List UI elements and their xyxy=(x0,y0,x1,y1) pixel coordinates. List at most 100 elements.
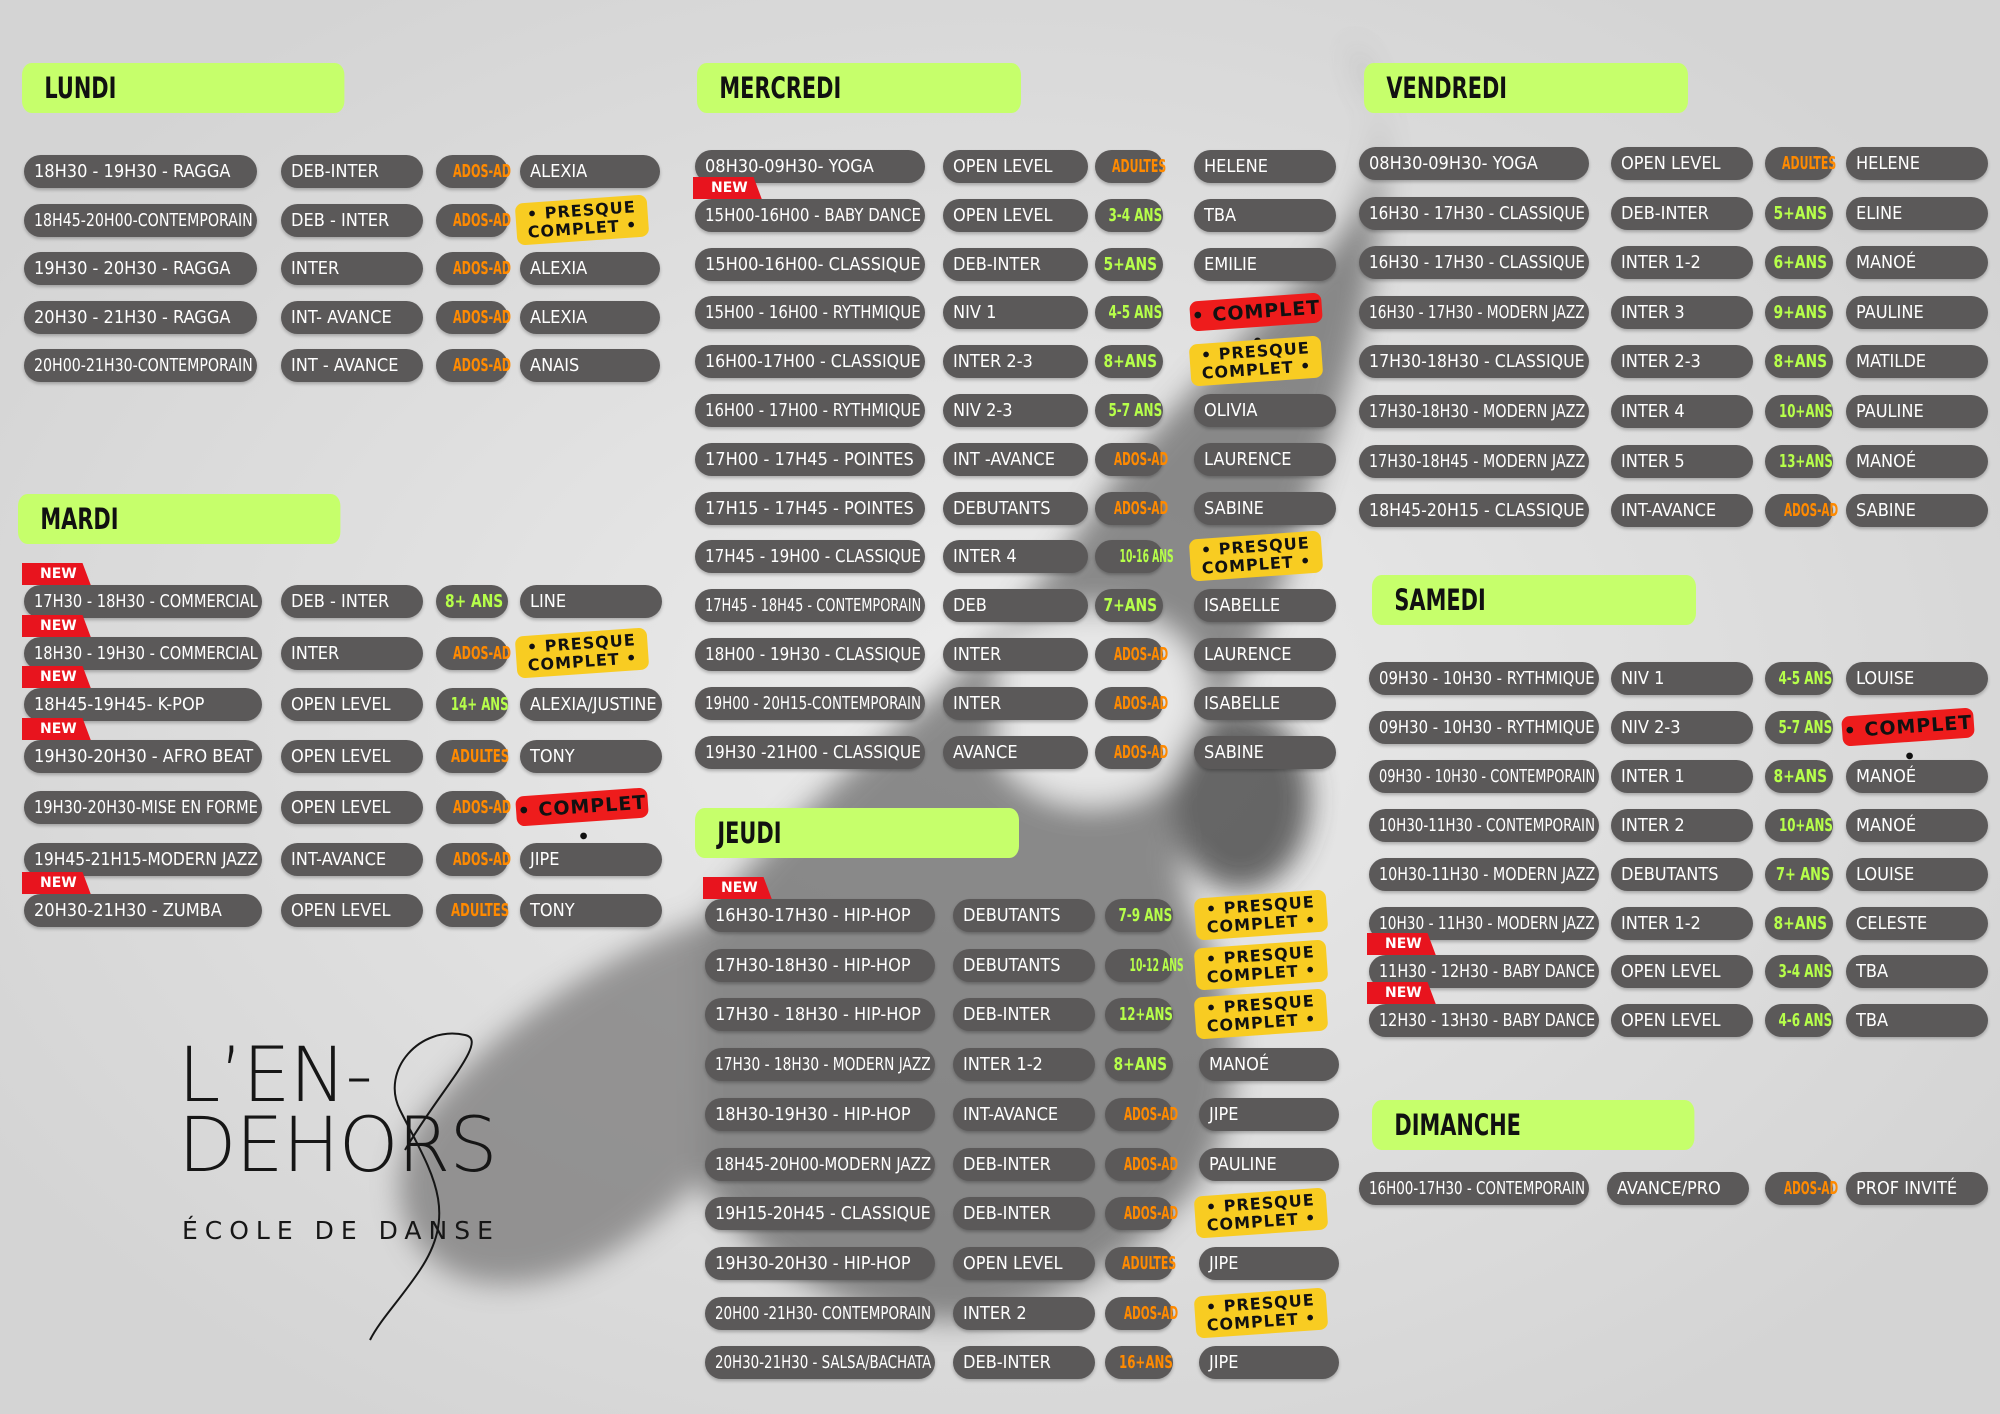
class-teacher-pill: MANOÉ xyxy=(1846,445,1988,478)
class-level-pill-text: INTER 4 xyxy=(953,546,1017,567)
class-age-pill: ADOS-AD xyxy=(1095,443,1168,476)
class-age-pill: 8+ANS xyxy=(1105,1048,1173,1081)
class-teacher-pill: PROF INVITÉ xyxy=(1846,1172,1988,1205)
class-teacher-pill: TBA xyxy=(1846,955,1988,988)
class-age-pill: 8+ ANS xyxy=(436,585,508,618)
class-level-pill-text: INT - AVANCE xyxy=(291,355,399,376)
class-teacher-pill-text: OLIVIA xyxy=(1204,400,1258,421)
new-ribbon: NEW xyxy=(22,718,91,740)
class-time-pill: 08H30-09H30- YOGA xyxy=(1359,147,1589,180)
class-age-pill: 7-9 ANS xyxy=(1105,899,1173,932)
class-time-pill: 17H15 - 17H45 - POINTES xyxy=(695,492,925,525)
class-level-pill-text: INTER xyxy=(291,258,340,279)
class-time-pill: 19H45-21H15-MODERN JAZZ xyxy=(24,843,262,876)
class-level-pill: INTER 1-2 xyxy=(953,1048,1095,1081)
class-level-pill: INTER xyxy=(943,687,1088,720)
class-level-pill: INTER 1-2 xyxy=(1611,907,1753,940)
class-level-pill-text: DEB-INTER xyxy=(963,1352,1051,1373)
class-level-pill: NIV 2-3 xyxy=(1611,711,1753,744)
class-level-pill: INTER 2-3 xyxy=(943,345,1088,378)
class-age-pill: ADOS-AD xyxy=(1105,1148,1178,1181)
class-age-pill-text: 4-6 ANS xyxy=(1778,1010,1833,1031)
class-teacher-pill: CELESTE xyxy=(1846,907,1988,940)
class-age-pill-text: 10-12 ANS xyxy=(1129,955,1184,976)
class-time-pill: 20H00-21H30-CONTEMPORAIN xyxy=(24,349,257,382)
class-time-pill-text: 18H45-19H45- K-POP xyxy=(34,694,205,715)
class-age-pill-text: ADULTES xyxy=(1122,1253,1177,1274)
class-teacher-pill: ELINE xyxy=(1846,197,1988,230)
class-age-pill: 8+ANS xyxy=(1095,345,1163,378)
class-teacher-pill: ALEXIA xyxy=(520,252,660,285)
class-time-pill: 15H00 - 16H00 - RYTHMIQUE xyxy=(695,296,925,329)
new-ribbon: NEW xyxy=(693,177,762,199)
class-level-pill-text: OPEN LEVEL xyxy=(953,156,1053,177)
class-level-pill-text: INTER 3 xyxy=(1621,302,1685,323)
class-level-pill: DEBUTANTS xyxy=(1611,858,1753,891)
class-age-pill-text: 13+ANS xyxy=(1778,451,1833,472)
class-time-pill: 16H00-17H00 - CLASSIQUE xyxy=(695,345,925,378)
class-teacher-pill-text: TONY xyxy=(530,746,575,767)
class-teacher-pill: TONY xyxy=(520,740,662,773)
class-age-pill-text: ADOS-AD xyxy=(1124,1203,1179,1224)
class-level-pill: INT-AVANCE xyxy=(281,843,423,876)
class-time-pill-text: 19H45-21H15-MODERN JAZZ xyxy=(34,849,259,870)
class-level-pill-text: INTER 1-2 xyxy=(1621,913,1701,934)
class-time-pill-text: 09H30 - 10H30 - RYTHMIQUE xyxy=(1379,717,1595,738)
class-teacher-pill: SABINE xyxy=(1194,736,1336,769)
class-time-pill: 19H30 - 20H30 - RAGGA xyxy=(24,252,257,285)
class-age-pill: 3-4 ANS xyxy=(1095,199,1163,232)
class-time-pill-text: 16H30 - 17H30 - CLASSIQUE xyxy=(1369,203,1585,224)
class-age-pill-text: ADOS-AD xyxy=(453,307,512,328)
class-teacher-pill-text: LOUISE xyxy=(1856,864,1915,885)
class-time-pill-text: 15H00-16H00 - BABY DANCE xyxy=(705,205,921,226)
class-teacher-pill-text: JIPE xyxy=(530,849,560,870)
class-teacher-pill: LINE xyxy=(520,585,662,618)
class-time-pill-text: 10H30-11H30 - MODERN JAZZ xyxy=(1379,864,1596,885)
class-time-pill: 17H30-18H30 - MODERN JAZZ xyxy=(1359,395,1589,428)
class-time-pill-text: 12H30 - 13H30 - BABY DANCE xyxy=(1379,1010,1596,1031)
class-teacher-pill-text: JIPE xyxy=(1209,1104,1239,1125)
class-teacher-pill: MATILDE xyxy=(1846,345,1988,378)
class-age-pill-text: ADOS-AD xyxy=(1784,1178,1839,1199)
class-age-pill-text: 8+ANS xyxy=(1773,766,1828,787)
class-time-pill-text: 18H00 - 19H30 - CLASSIQUE xyxy=(705,644,921,665)
class-level-pill-text: INTER 5 xyxy=(1621,451,1685,472)
class-age-pill-text: ADOS-AD xyxy=(453,210,512,231)
class-age-pill: 7+ ANS xyxy=(1765,858,1833,891)
class-teacher-pill: JIPE xyxy=(1199,1346,1339,1379)
class-age-pill: 10-16 ANS xyxy=(1095,540,1174,573)
class-level-pill: DEB-INTER xyxy=(953,1148,1095,1181)
class-time-pill-text: 19H30-20H30 - HIP-HOP xyxy=(715,1253,911,1274)
class-teacher-pill-text: ANAIS xyxy=(530,355,580,376)
class-level-pill: NIV 1 xyxy=(943,296,1088,329)
class-teacher-pill-text: HELENE xyxy=(1204,156,1269,177)
class-level-pill: INTER 5 xyxy=(1611,445,1753,478)
class-age-pill-text: 3-4 ANS xyxy=(1108,205,1163,226)
class-time-pill: 18H30-19H30 - HIP-HOP xyxy=(705,1098,935,1131)
class-age-pill-text: ADOS-AD xyxy=(453,355,512,376)
class-level-pill: INTER 1-2 xyxy=(1611,246,1753,279)
class-time-pill: 19H30-20H30 - HIP-HOP xyxy=(705,1247,935,1280)
class-time-pill: 09H30 - 10H30 - CONTEMPORAIN xyxy=(1369,760,1599,793)
class-level-pill-text: OPEN LEVEL xyxy=(291,900,391,921)
class-age-pill-text: ADOS-AD xyxy=(1124,1303,1179,1324)
class-time-pill: 10H30-11H30 - CONTEMPORAIN xyxy=(1369,809,1599,842)
class-level-pill: INTER 3 xyxy=(1611,296,1753,329)
class-time-pill: 20H30-21H30 - ZUMBA xyxy=(24,894,262,927)
class-time-pill: 18H00 - 19H30 - CLASSIQUE xyxy=(695,638,925,671)
new-ribbon: NEW xyxy=(22,615,91,637)
day-header-mardi: MARDI xyxy=(18,494,340,544)
class-level-pill: OPEN LEVEL xyxy=(1611,955,1753,988)
class-level-pill-text: INTER 2-3 xyxy=(953,351,1033,372)
class-teacher-pill-text: CELESTE xyxy=(1856,913,1928,934)
class-time-pill: 16H00 - 17H00 - RYTHMIQUE xyxy=(695,394,925,427)
class-age-pill-text: 8+ANS xyxy=(1773,913,1828,934)
class-age-pill-text: 9+ANS xyxy=(1773,302,1828,323)
class-teacher-pill-text: SABINE xyxy=(1856,500,1916,521)
class-level-pill: INTER xyxy=(281,637,423,670)
class-age-pill-text: 12+ANS xyxy=(1118,1004,1173,1025)
day-header-jeudi: JEUDI xyxy=(695,808,1019,858)
logo-line-2: DEHORS xyxy=(178,1100,498,1189)
class-teacher-pill: ALEXIA xyxy=(520,301,660,334)
class-age-pill: ADOS-AD xyxy=(1105,1098,1178,1131)
